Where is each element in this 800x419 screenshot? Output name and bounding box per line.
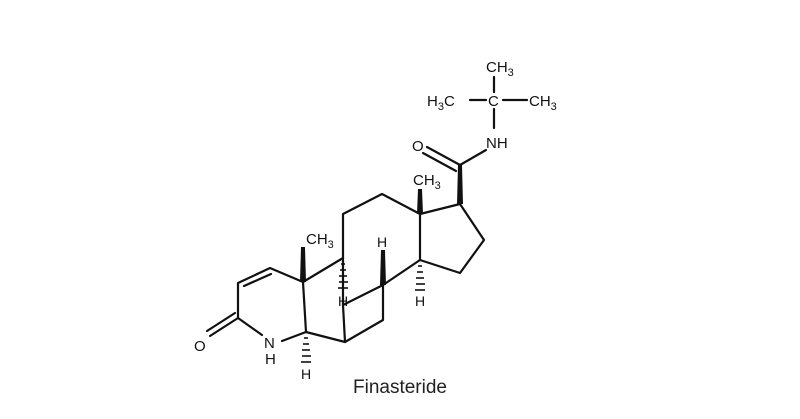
hash-c9-h: [338, 263, 348, 289]
atom-nh-amide: NH: [486, 135, 508, 152]
atom-h-lactam: H: [265, 351, 276, 368]
methyl-left-c: C: [444, 93, 455, 110]
methyl-c10-subscript: 3: [328, 239, 334, 251]
h-c9: H: [338, 293, 348, 309]
hash-c5-h: [301, 337, 311, 363]
methyl-right-ch: CH: [529, 93, 551, 110]
atom-n-lactam: N: [264, 335, 275, 352]
methyl-left-h: H: [427, 93, 438, 110]
h-c14: H: [415, 293, 425, 309]
methyl-c13: CH3: [413, 172, 441, 192]
wedge-c17-carbonyl: [457, 165, 463, 204]
wedge-c10-methyl: [300, 247, 306, 282]
methyl-c10: CH3: [306, 231, 334, 251]
atom-o-amide: O: [412, 138, 424, 155]
methyl-right-subscript: 3: [551, 101, 557, 113]
ring-a-bonds: [205, 266, 308, 343]
atom-o-lactam: O: [194, 338, 206, 355]
wedge-c8-h: [380, 250, 386, 285]
methyl-top-ch: CH: [486, 59, 508, 76]
ring-d-bonds: [418, 202, 486, 275]
methyl-right: CH3: [529, 93, 557, 113]
methyl-top-subscript: 3: [508, 67, 514, 79]
methyl-c13-ch: CH: [413, 172, 435, 189]
side-chain-bonds: [421, 75, 529, 173]
wedge-bonds: [300, 165, 463, 285]
h-c8: H: [377, 234, 387, 250]
methyl-left-subscript: 3: [438, 101, 444, 113]
methyl-left: H3C: [427, 93, 455, 113]
figure-caption: Finasteride: [353, 377, 447, 398]
methyl-c13-subscript: 3: [435, 180, 441, 192]
wedge-c13-methyl: [417, 189, 423, 214]
methyl-c10-ch: CH: [306, 231, 328, 248]
hash-c14-h: [415, 265, 425, 291]
methyl-top: CH3: [486, 59, 514, 79]
atom-c-quaternary: C: [488, 93, 499, 110]
h-c5: H: [301, 366, 311, 382]
